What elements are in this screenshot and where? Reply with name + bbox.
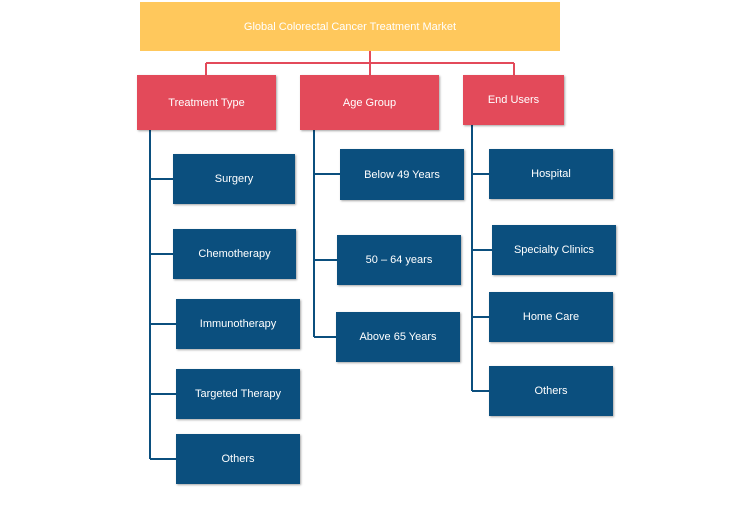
root-node: Global Colorectal Cancer Treatment Marke…	[140, 2, 560, 51]
leaf-label: Home Care	[522, 311, 580, 323]
leaf-label: Surgery	[214, 173, 254, 185]
category-treatment-type: Treatment Type	[137, 75, 276, 130]
root-label: Global Colorectal Cancer Treatment Marke…	[243, 20, 457, 33]
leaf-surgery: Surgery	[173, 154, 295, 204]
leaf-specialty-clinics: Specialty Clinics	[492, 225, 616, 275]
leaf-immunotherapy: Immunotherapy	[176, 299, 300, 349]
leaf-label: 50 – 64 years	[365, 254, 433, 266]
category-label: Treatment Type	[168, 96, 245, 109]
leaf-50-64-years: 50 – 64 years	[337, 235, 461, 285]
category-label: End Users	[487, 94, 540, 106]
leaf-label: Immunotherapy	[199, 318, 277, 330]
leaf-label: Targeted Therapy	[194, 388, 282, 400]
leaf-label: Chemotherapy	[198, 248, 271, 260]
category-label: Age Group	[342, 96, 397, 109]
leaf-above-65-years: Above 65 Years	[336, 312, 460, 362]
leaf-others-end-users: Others	[489, 366, 613, 416]
leaf-chemotherapy: Chemotherapy	[173, 229, 296, 279]
leaf-label: Others	[534, 385, 568, 397]
leaf-home-care: Home Care	[489, 292, 613, 342]
leaf-targeted-therapy: Targeted Therapy	[176, 369, 300, 419]
leaf-others-treatment: Others	[176, 434, 300, 484]
leaf-below-49-years: Below 49 Years	[340, 149, 464, 200]
category-end-users: End Users	[463, 75, 564, 125]
leaf-label: Below 49 Years	[364, 168, 440, 181]
leaf-hospital: Hospital	[489, 149, 613, 199]
leaf-label: Specialty Clinics	[513, 244, 595, 256]
leaf-label: Above 65 Years	[359, 331, 437, 343]
leaf-label: Hospital	[531, 168, 571, 180]
leaf-label: Others	[221, 453, 255, 465]
category-age-group: Age Group	[300, 75, 439, 130]
